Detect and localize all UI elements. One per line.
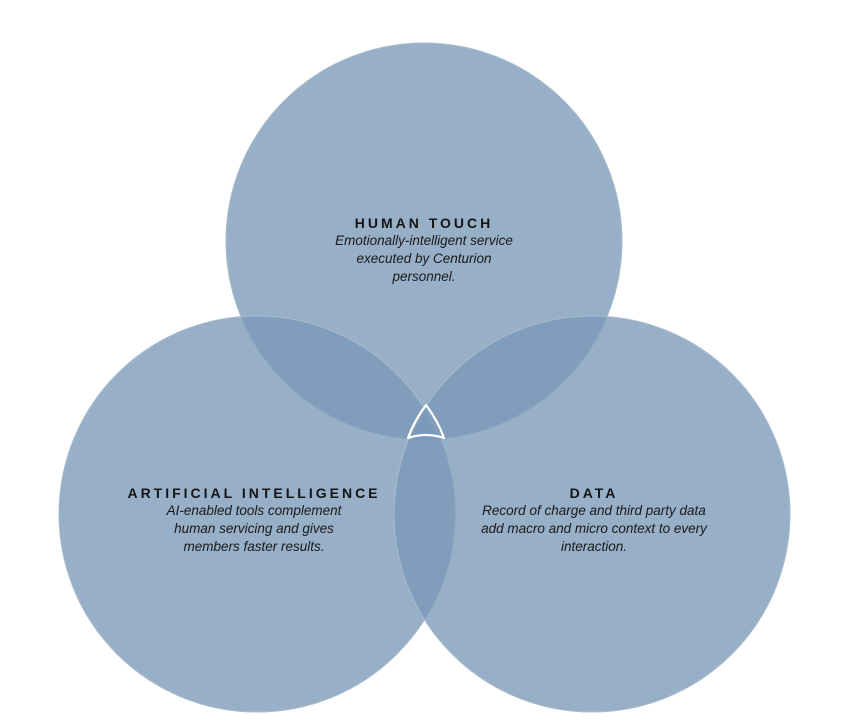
human-touch-description-line-2: executed by Centurion xyxy=(356,251,491,266)
venn-circles xyxy=(58,42,791,713)
label-human-touch: HUMAN TOUCH Emotionally-intelligent serv… xyxy=(335,215,513,284)
data-description-line-3: interaction. xyxy=(561,539,627,554)
data-description-line-2: add macro and micro context to every xyxy=(481,521,708,536)
artificial-intelligence-description-line-3: members faster results. xyxy=(183,539,324,554)
circle-data xyxy=(393,315,791,713)
human-touch-title: HUMAN TOUCH xyxy=(355,215,494,231)
artificial-intelligence-description-line-2: human servicing and gives xyxy=(174,521,334,536)
data-title: DATA xyxy=(570,485,619,501)
data-description-line-1: Record of charge and third party data xyxy=(482,503,706,518)
human-touch-description-line-3: personnel. xyxy=(391,269,455,284)
label-data: DATA Record of charge and third party da… xyxy=(481,485,708,554)
label-artificial-intelligence: ARTIFICIAL INTELLIGENCE AI-enabled tools… xyxy=(127,485,380,554)
human-touch-description-line-1: Emotionally-intelligent service xyxy=(335,233,513,248)
artificial-intelligence-description-line-1: AI-enabled tools complement xyxy=(166,503,343,518)
artificial-intelligence-title: ARTIFICIAL INTELLIGENCE xyxy=(127,485,380,501)
center-intersection-marker xyxy=(406,403,446,440)
